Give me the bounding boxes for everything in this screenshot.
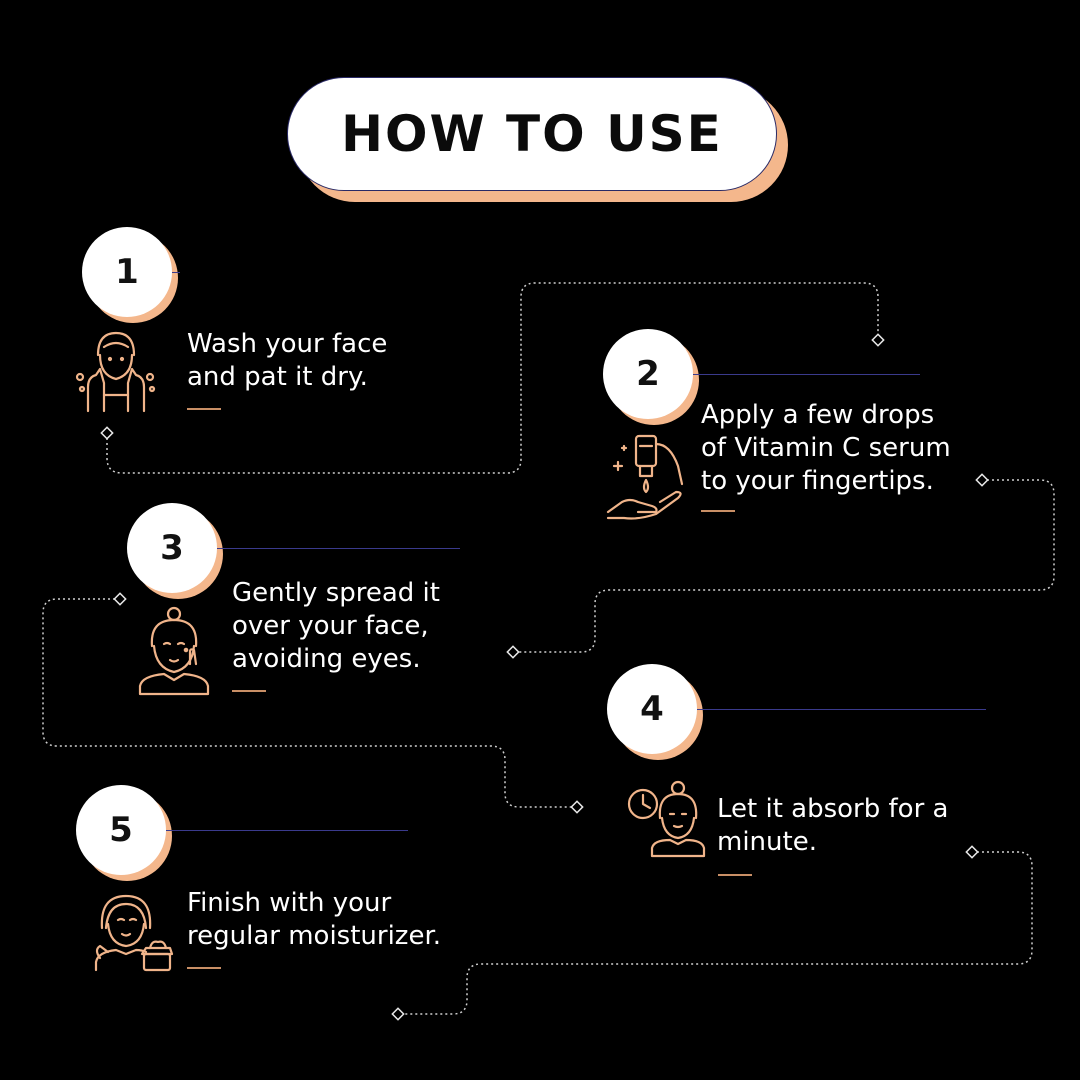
step-5-text: Finish with your regular moisturizer. [187, 887, 441, 953]
clock-wait-icon [627, 780, 706, 858]
step-underline [187, 408, 221, 410]
step-number: 2 [603, 329, 693, 419]
step-underline [718, 874, 752, 876]
step-text-line: Wash your face [187, 329, 388, 359]
step-text-line: minute. [717, 827, 817, 857]
step-number: 3 [127, 503, 217, 593]
step-number: 1 [82, 227, 172, 317]
connector-2-3 [513, 479, 1055, 653]
step-divider [166, 830, 408, 831]
step-underline [701, 510, 735, 512]
node-diamond [113, 592, 127, 606]
step-4-text: Let it absorb for a minute. [717, 793, 948, 859]
node-diamond [100, 426, 114, 440]
step-text-line: Gently spread it [232, 578, 440, 608]
step-divider [217, 548, 460, 549]
step-text-line: to your fingertips. [701, 466, 934, 496]
step-underline [187, 967, 221, 969]
connector-4-5 [398, 851, 1033, 1015]
face-apply-icon [138, 606, 210, 696]
moisturizer-jar-icon [94, 894, 174, 972]
node-diamond [871, 333, 885, 347]
step-3-text: Gently spread it over your face, avoidin… [232, 577, 440, 676]
step-1-text: Wash your face and pat it dry. [187, 328, 387, 394]
step-underline [232, 690, 266, 692]
step-divider [172, 272, 180, 273]
step-text-line: Finish with your [187, 888, 392, 918]
step-text-line: Apply a few drops [701, 400, 935, 430]
step-divider [693, 374, 920, 375]
step-2-text: Apply a few drops of Vitamin C serum to … [701, 399, 951, 498]
step-divider [697, 709, 986, 710]
title-pill: HOW TO USE [287, 77, 777, 191]
face-wash-icon [75, 331, 156, 413]
serum-dropper-icon [606, 434, 684, 520]
node-diamond [570, 800, 584, 814]
step-number: 5 [76, 785, 166, 875]
step-text-line: Let it absorb for a [717, 794, 949, 824]
step-text-line: of Vitamin C serum [701, 433, 951, 463]
step-text-line: avoiding eyes. [232, 644, 421, 674]
node-diamond [965, 845, 979, 859]
node-diamond [391, 1007, 405, 1021]
page-title: HOW TO USE [341, 105, 723, 163]
node-diamond [975, 473, 989, 487]
node-diamond [506, 645, 520, 659]
step-text-line: and pat it dry. [187, 362, 368, 392]
step-text-line: over your face, [232, 611, 429, 641]
connector-1-2 [106, 282, 879, 474]
step-number: 4 [607, 664, 697, 754]
step-text-line: regular moisturizer. [187, 921, 442, 951]
